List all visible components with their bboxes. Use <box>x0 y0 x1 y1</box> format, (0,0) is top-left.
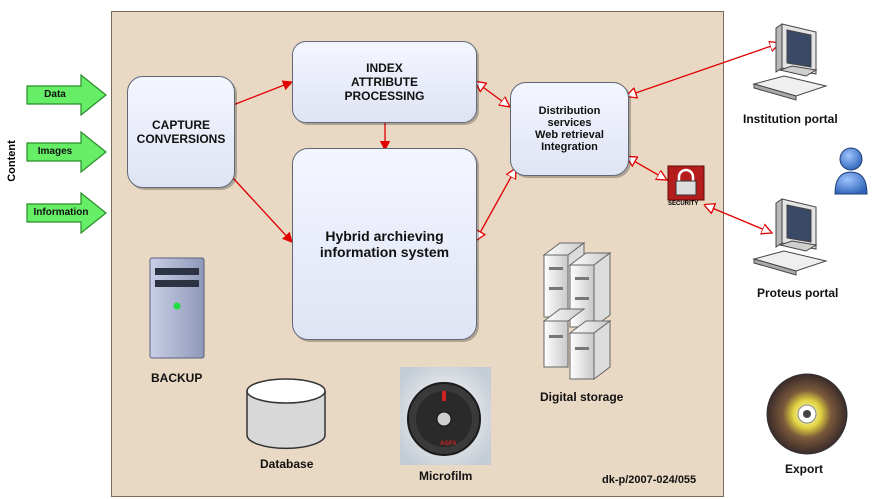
digital-storage-servers-icon <box>542 242 612 380</box>
distribution-security-connector <box>627 157 667 180</box>
export-label: Export <box>785 462 824 476</box>
hybrid-distribution-connector <box>476 168 516 240</box>
distribution-services-box: Distribution services Web retrieval Inte… <box>510 82 629 176</box>
backup-label: BACKUP <box>151 371 203 385</box>
database-label: Database <box>260 457 314 471</box>
microfilm-brand-text: AGFA <box>440 441 457 447</box>
security-proteus-connector <box>705 205 772 233</box>
export-disc-icon <box>766 373 848 455</box>
institution-portal-label: Institution portal <box>743 112 838 126</box>
data-input-label: Data <box>44 89 66 100</box>
information-input-label: Information <box>33 207 89 218</box>
microfilm-label: Microfilm <box>419 469 473 483</box>
proteus-portal-label: Proteus portal <box>757 286 839 300</box>
information-input-arrow <box>26 192 107 234</box>
capture-conversions-box: CAPTURE CONVERSIONS <box>127 76 235 188</box>
security-lock-icon <box>667 165 705 201</box>
document-id: dk-p/2007-024/055 <box>602 474 697 486</box>
proteus-computer-icon <box>752 198 828 276</box>
microfilm-reel-icon: AGFA <box>400 367 491 465</box>
database-icon <box>246 378 326 450</box>
user-icon <box>834 147 868 195</box>
institution-computer-icon <box>752 23 828 101</box>
content-label: Content <box>6 140 18 182</box>
digital-storage-label: Digital storage <box>540 390 624 404</box>
backup-server-icon <box>149 257 205 359</box>
images-input-label: Images <box>37 146 73 157</box>
security-label: SECURITY <box>668 201 699 207</box>
capture-to-hybrid-connector <box>232 177 293 243</box>
capture-to-index-connector <box>232 80 294 106</box>
data-input-arrow <box>26 74 107 116</box>
images-input-arrow <box>26 131 107 173</box>
index-attribute-processing-box: INDEX ATTRIBUTE PROCESSING <box>292 41 477 123</box>
hybrid-archiving-box: Hybrid archieving information system <box>292 148 477 340</box>
distribution-institution-connector <box>627 43 780 96</box>
index-distribution-connector <box>476 82 510 107</box>
